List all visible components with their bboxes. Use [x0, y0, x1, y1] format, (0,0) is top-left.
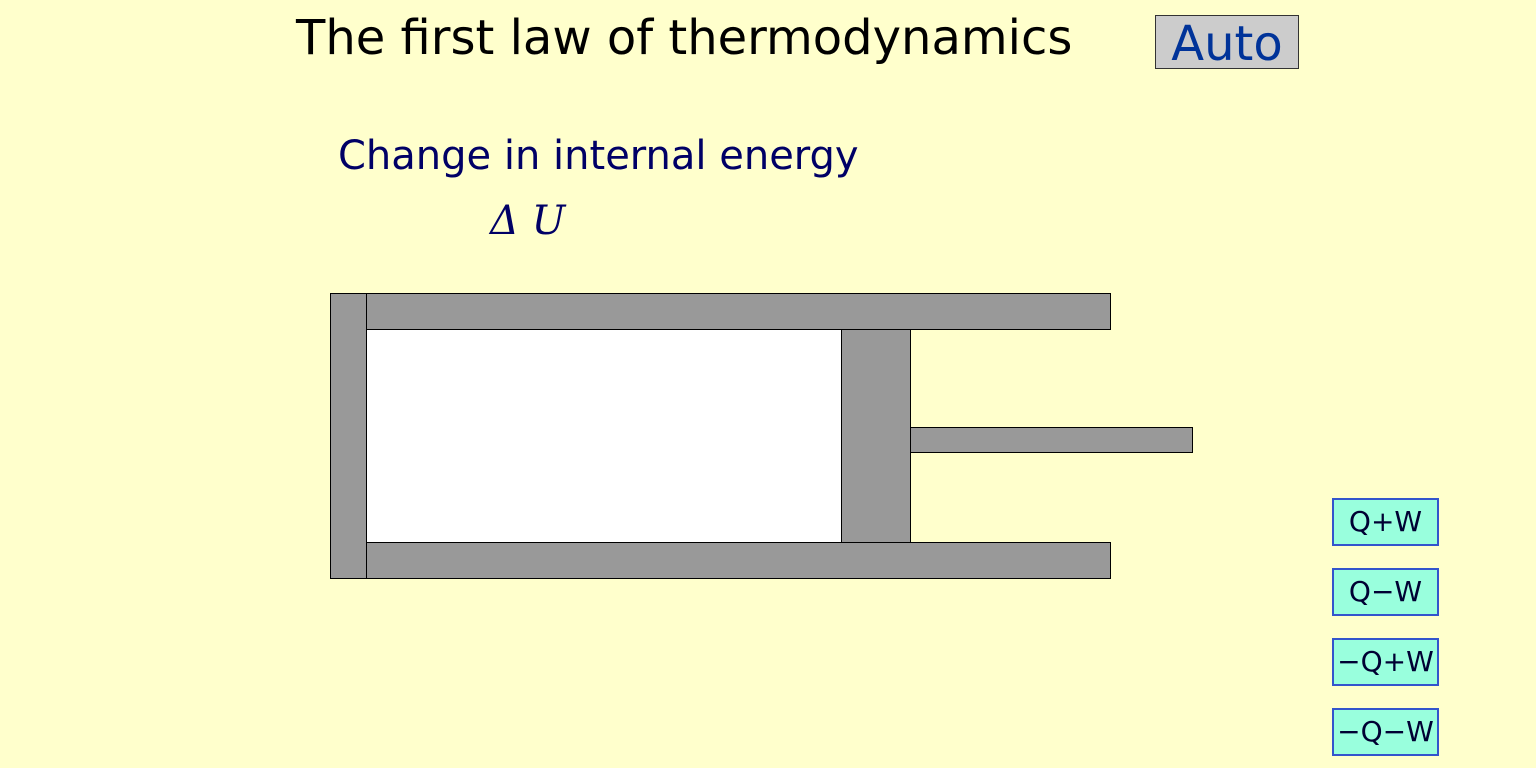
- delta-u-symbol: Δ U: [490, 198, 566, 244]
- page-title: The first law of thermodynamics: [296, 10, 1073, 66]
- auto-button[interactable]: Auto: [1155, 15, 1299, 72]
- answer-button-q-plus-w[interactable]: Q+W: [1332, 498, 1439, 546]
- cylinder-top-wall: [330, 293, 1111, 330]
- gas-chamber: [366, 329, 842, 543]
- piston: [841, 329, 911, 543]
- cylinder-back-wall: [330, 293, 367, 579]
- piston-rod: [910, 427, 1193, 453]
- answer-button-neg-q-plus-w[interactable]: −Q+W: [1332, 638, 1439, 686]
- cylinder-bottom-wall: [330, 542, 1111, 579]
- answer-button-neg-q-minus-w[interactable]: −Q−W: [1332, 708, 1439, 756]
- internal-energy-label: Change in internal energy: [338, 133, 859, 179]
- answer-button-q-minus-w[interactable]: Q−W: [1332, 568, 1439, 616]
